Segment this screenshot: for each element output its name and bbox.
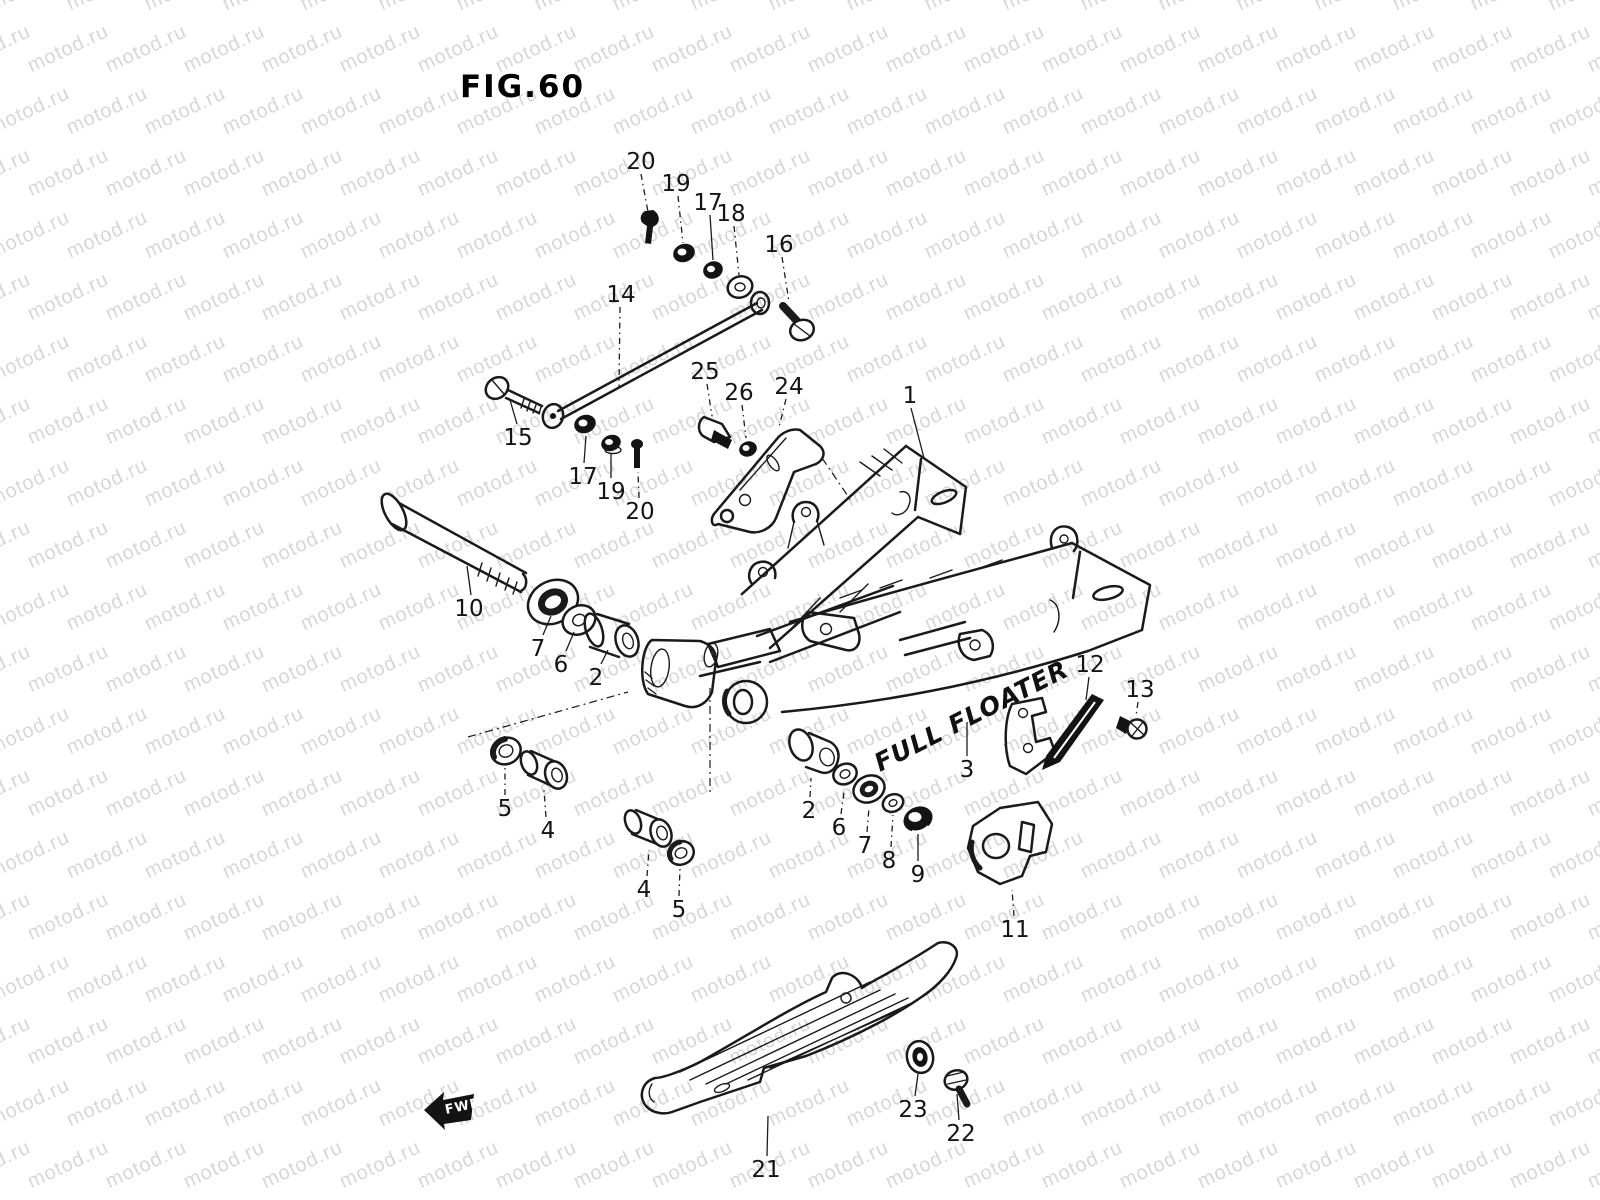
- figure-title: FIG.60: [460, 69, 585, 105]
- callout-label-24: 24: [774, 374, 803, 400]
- callout-leader-4: [543, 789, 547, 818]
- assembly-axis-lines: [467, 457, 853, 795]
- callout-label-7: 7: [858, 833, 873, 859]
- callout-leader-11: [1011, 889, 1015, 917]
- callout-label-20: 20: [625, 499, 654, 525]
- callout-label-23: 23: [898, 1097, 927, 1123]
- chain-buffer-drawing: [966, 800, 1054, 886]
- spacer-set-lower-drawing: [623, 808, 695, 867]
- callout-leader-2: [809, 777, 812, 798]
- callout-leader-18: [733, 225, 740, 276]
- callout-label-15: 15: [503, 425, 532, 451]
- swingarm-body-drawing: [640, 444, 1152, 725]
- callout-label-2: 2: [802, 798, 817, 824]
- callout-label-6: 6: [832, 815, 847, 841]
- callout-leader-6: [840, 791, 845, 815]
- callout-label-16: 16: [764, 232, 793, 258]
- callout-leader-20: [640, 173, 649, 213]
- callout-leader-21: [766, 1115, 769, 1157]
- callout-label-20: 20: [626, 149, 655, 175]
- chain-guard-drawing: [640, 941, 971, 1115]
- pivot-shaft-drawing: [380, 492, 640, 659]
- callout-leader-23: [914, 1073, 919, 1097]
- callout-label-19: 19: [596, 479, 625, 505]
- callout-label-8: 8: [882, 848, 897, 874]
- callout-leader-17: [583, 435, 587, 464]
- chain-guide-drawing: [1004, 694, 1148, 776]
- callout-label-25: 25: [690, 359, 719, 385]
- callout-leader-8: [890, 814, 894, 848]
- callout-label-6: 6: [554, 652, 569, 678]
- callout-label-21: 21: [751, 1157, 780, 1183]
- callout-label-17: 17: [568, 464, 597, 490]
- callout-leader-15: [509, 399, 518, 425]
- callout-leader-12: [1085, 676, 1090, 701]
- callout-leader-14: [618, 306, 621, 389]
- callout-leader-22: [956, 1093, 960, 1121]
- callout-leader-19: [677, 195, 684, 244]
- callout-leader-7: [866, 807, 870, 833]
- callout-label-14: 14: [606, 282, 635, 308]
- callout-leader-24: [778, 398, 787, 428]
- brake-stay-bracket-drawing: [697, 415, 825, 534]
- callout-leader-13: [1135, 701, 1139, 717]
- callout-label-5: 5: [498, 796, 513, 822]
- callout-label-3: 3: [960, 757, 975, 783]
- callout-leader-20: [637, 471, 640, 499]
- callout-label-7: 7: [531, 636, 546, 662]
- callout-label-18: 18: [716, 201, 745, 227]
- callout-label-11: 11: [1000, 917, 1029, 943]
- callout-label-4: 4: [637, 877, 652, 903]
- callout-label-13: 13: [1125, 677, 1154, 703]
- callout-leader-7: [542, 615, 552, 636]
- callout-label-2: 2: [589, 665, 604, 691]
- callout-leader-1: [910, 407, 925, 459]
- callout-leader-10: [466, 565, 472, 596]
- callout-leader-25: [706, 383, 713, 417]
- callout-label-4: 4: [541, 818, 556, 844]
- callout-leader-6: [565, 631, 575, 652]
- callout-label-26: 26: [724, 380, 753, 406]
- callout-leader-2: [600, 649, 609, 665]
- callout-label-5: 5: [672, 897, 687, 923]
- callout-label-12: 12: [1075, 652, 1104, 678]
- callout-label-19: 19: [661, 171, 690, 197]
- spacer-set-left-drawing: [490, 736, 569, 790]
- callout-leader-16: [781, 256, 790, 303]
- washer-stack-right-drawing: [788, 728, 933, 833]
- callout-label-9: 9: [911, 862, 926, 888]
- callout-leader-4: [646, 849, 650, 877]
- callout-label-17: 17: [693, 190, 722, 216]
- callout-label-1: 1: [903, 383, 918, 409]
- callout-leader-5: [678, 867, 681, 897]
- fwd-marker: FWD: [424, 1092, 483, 1130]
- callout-leader-26: [741, 404, 747, 439]
- callout-label-22: 22: [946, 1121, 975, 1147]
- torque-rod-drawing: [484, 210, 816, 468]
- callout-label-10: 10: [454, 596, 483, 622]
- callout-leader-17: [709, 214, 714, 261]
